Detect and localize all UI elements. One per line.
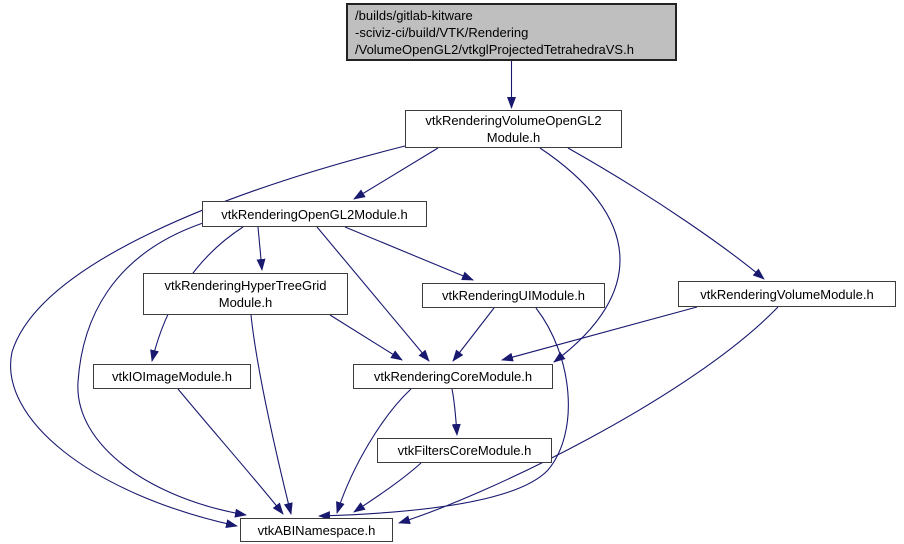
node-label-line: vtkFiltersCoreModule.h: [397, 443, 532, 458]
edge-vtkRenderingVolumeModule.h-to-vtkABINamespace.h: [398, 306, 779, 525]
node-label-line: vtkRenderingCoreModule.h: [373, 369, 533, 384]
edge-vtkRenderingOpenGL2Module.h-to-vtkRenderingCoreModule.h: [316, 226, 430, 362]
node-label-line: Module.h: [218, 295, 273, 310]
node-label-line: /builds/gitlab-kitware: [355, 7, 473, 23]
edge-vtkRenderingVolumeModule.h-to-vtkRenderingCoreModule.h: [501, 306, 698, 362]
node-vtkRenderingCoreModule.h[interactable]: vtkRenderingCoreModule.h: [353, 364, 553, 389]
node-label-line: vtkIOImageModule.h: [112, 369, 232, 384]
node-vtkIOImageModule.h[interactable]: vtkIOImageModule.h: [93, 364, 251, 389]
edge-vtkRenderingVolumeOpenGL2Module.h-to-vtkRenderingVolumeModule.h: [567, 147, 765, 280]
edge-vtkIOImageModule.h-to-vtkABINamespace.h: [177, 388, 284, 515]
edge-vtkRenderingVolumeOpenGL2Module.h-to-vtkRenderingCoreModule.h: [539, 147, 621, 363]
edge-vtkRenderingUIModule.h-to-vtkRenderingCoreModule.h: [452, 307, 495, 362]
node-vtkRenderingVolumeModule.h[interactable]: vtkRenderingVolumeModule.h: [678, 281, 896, 307]
edge-vtkRenderingHyperTreeGridModule.h-to-vtkRenderingCoreModule.h: [329, 314, 403, 361]
node-label-line: vtkRenderingOpenGL2Module.h: [221, 206, 408, 222]
edge-vtkRenderingCoreModule.h-to-vtkABINamespace.h: [336, 388, 412, 514]
node-vtkABINamespace.h[interactable]: vtkABINamespace.h: [240, 518, 393, 542]
edge-vtkRenderingOpenGL2Module.h-to-vtkABINamespace.h: [77, 222, 247, 518]
node-label-line: vtkRenderingVolumeOpenGL2: [425, 113, 602, 128]
node-vtkRenderingOpenGL2Module.h[interactable]: vtkRenderingOpenGL2Module.h: [202, 201, 427, 227]
node-label-line: vtkRenderingUIModule.h: [441, 288, 586, 303]
node-vtkFiltersCoreModule.h[interactable]: vtkFiltersCoreModule.h: [377, 438, 552, 463]
node-label-line: -sciviz-ci/build/VTK/Rendering: [355, 24, 529, 40]
edge-vtkRenderingHyperTreeGridModule.h-to-vtkABINamespace.h: [250, 314, 293, 515]
node-label-line: vtkRenderingVolumeModule.h: [700, 286, 874, 302]
edge-vtkRenderingUIModule.h-to-vtkABINamespace.h: [318, 307, 569, 521]
node-vtkRenderingUIModule.h[interactable]: vtkRenderingUIModule.h: [422, 283, 605, 308]
node-source-file: /builds/gitlab-kitware-sciviz-ci/build/V…: [346, 3, 677, 61]
edge-vtkRenderingOpenGL2Module.h-to-vtkRenderingUIModule.h: [344, 226, 474, 281]
edge-vtkRenderingCoreModule.h-to-vtkFiltersCoreModule.h: [451, 388, 461, 436]
node-label-line: vtkABINamespace.h: [257, 522, 376, 538]
node-label-line: /VolumeOpenGL2/vtkglProjectedTetrahedraV…: [355, 41, 634, 57]
edge-vtkRenderingVolumeOpenGL2Module.h-to-vtkABINamespace.h: [10, 145, 406, 529]
node-label-line: Module.h: [486, 130, 541, 145]
edge-vtkFiltersCoreModule.h-to-vtkABINamespace.h: [353, 462, 422, 513]
edge-vtkRenderingOpenGL2Module.h-to-vtkRenderingHyperTreeGridModule.h: [256, 226, 266, 271]
node-label-line: vtkRenderingHyperTreeGrid: [164, 278, 327, 293]
edge-vtkRenderingVolumeOpenGL2Module.h-to-vtkRenderingOpenGL2Module.h: [353, 147, 439, 200]
